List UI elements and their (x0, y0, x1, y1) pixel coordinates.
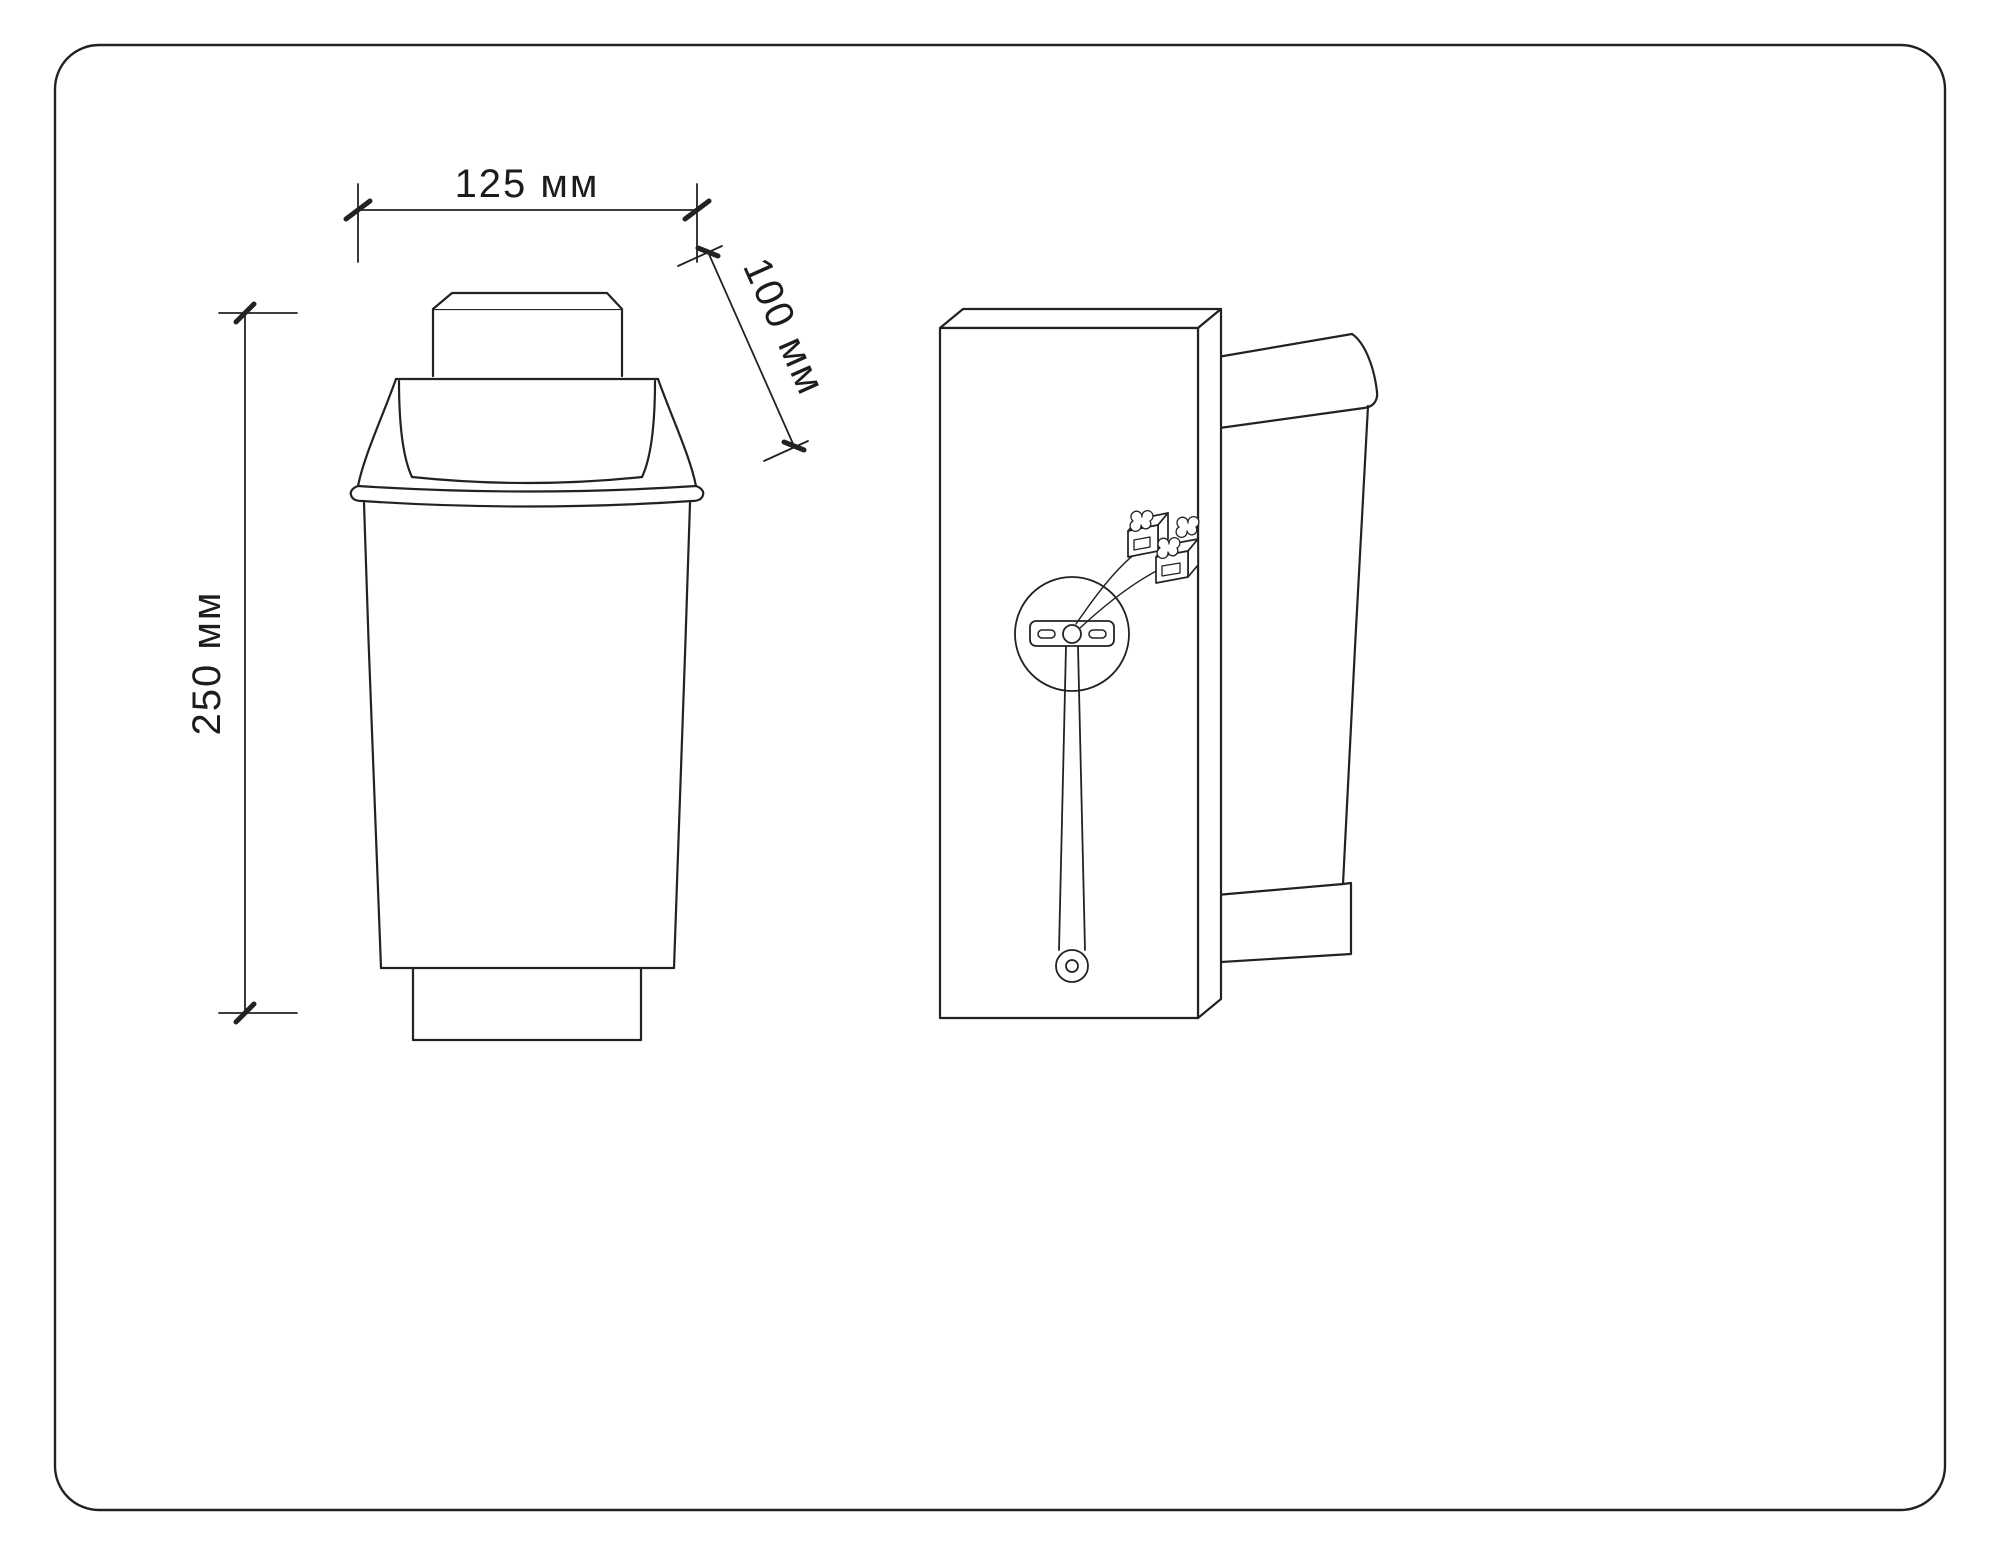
sheet-border (53, 43, 1947, 1512)
rim-corner-right (690, 484, 705, 503)
terminal-screw-3-icon (1175, 515, 1200, 539)
lamp-front-view (349, 291, 705, 1042)
side-body-edge (1341, 404, 1370, 886)
shade-inner-wall-left (397, 379, 414, 479)
cable-right-strand (1077, 645, 1086, 951)
dim-width-tick-left (343, 198, 373, 222)
mounting-plate (938, 307, 1223, 1020)
dimension-width: 125 мм (343, 162, 712, 263)
dim-depth-extension-top (677, 245, 723, 267)
terminal-screw-2-icon (1156, 536, 1181, 560)
mounting-bar-slot-left (1037, 629, 1056, 639)
mounting-bar-slot-right (1088, 629, 1107, 639)
top-bracket-top-face (431, 291, 624, 311)
dim-width-tick-right (682, 198, 712, 222)
bottom-cap (411, 966, 643, 1042)
dimension-depth: 100 мм (677, 245, 833, 462)
cable-loop-outer (1055, 949, 1089, 983)
lamp-side-shade (1198, 332, 1379, 965)
dim-depth-label: 100 мм (734, 252, 833, 402)
rim-corner-left (349, 484, 364, 503)
side-rim-flare (1350, 332, 1379, 394)
dim-depth-line (707, 251, 795, 447)
dim-depth-tick-bottom (781, 439, 807, 453)
side-bottom-cap (1203, 881, 1353, 965)
dim-width-label: 125 мм (455, 162, 600, 206)
top-bracket-front-face (431, 307, 624, 378)
dim-depth-tick-top (695, 245, 721, 259)
drawing-root: 125 мм 100 мм 250 мм (53, 43, 1947, 1512)
plate-right-face (1196, 307, 1223, 1020)
shade-body-left-edge (362, 501, 383, 970)
shade-flare-right (656, 377, 698, 488)
plate-top-face (938, 307, 1223, 330)
side-rim-corner (1362, 390, 1379, 410)
mounting-screw (1062, 624, 1082, 644)
side-rim-bottom-edge (1203, 406, 1366, 432)
rim-front-top-edge (356, 484, 698, 493)
shade-body-right-edge (672, 501, 692, 970)
cable-loop-inner (1065, 959, 1079, 973)
terminal-2-wire-hole (1161, 562, 1181, 577)
shade-inner-wall-right (640, 379, 657, 479)
terminal-1-wire-hole (1133, 536, 1151, 551)
wire-to-terminal-2 (1079, 567, 1163, 629)
terminal-block (1127, 509, 1200, 584)
dimension-height: 250 мм (185, 301, 298, 1025)
dim-depth-extension-bottom (763, 440, 809, 462)
mounting-bar (1029, 620, 1115, 647)
dim-height-label: 250 мм (185, 591, 229, 736)
rim-front-bottom-edge (360, 499, 694, 508)
dim-height-tick-top (233, 301, 257, 325)
lamp-rear-view (938, 307, 1379, 1020)
side-rim-top-edge (1198, 332, 1354, 362)
terminal-screw-1-icon (1129, 509, 1154, 533)
side-shade-bottom (1203, 882, 1345, 898)
mounting-hole-circle (1014, 576, 1130, 692)
cable-left-strand (1058, 645, 1067, 951)
shade-inner-bottom (410, 475, 644, 485)
dim-height-tick-bottom (233, 1001, 257, 1025)
plate-front-face (938, 326, 1200, 1020)
mounting-details (1014, 549, 1163, 983)
shade-flare-left (356, 377, 398, 488)
